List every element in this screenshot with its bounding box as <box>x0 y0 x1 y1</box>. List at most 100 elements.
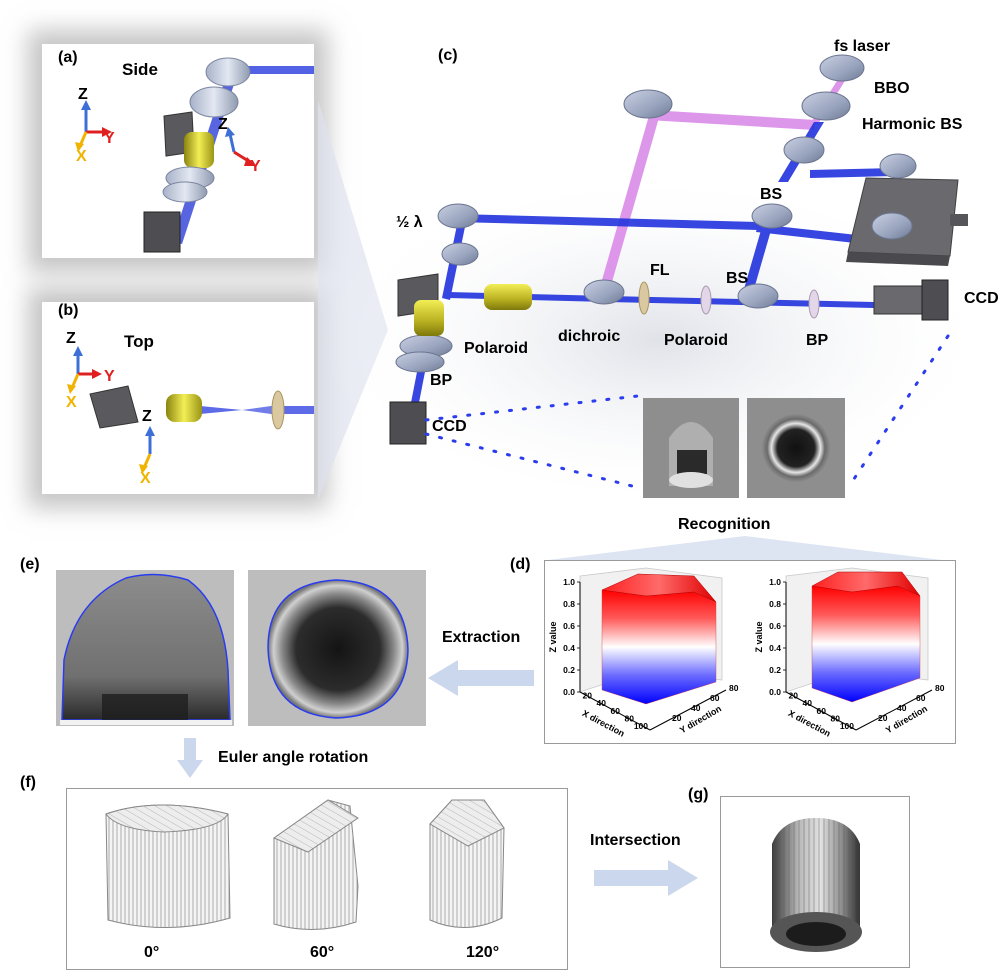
panel-label-g: (g) <box>688 786 709 803</box>
z-tick-label: 1.0 <box>769 577 781 587</box>
volume-60deg <box>272 799 359 930</box>
axis-triad <box>139 426 155 474</box>
axis-label-z: Z <box>66 330 76 347</box>
beam-blue <box>280 406 314 414</box>
axis-label-x: X <box>66 394 77 411</box>
x-tick-label: 60 <box>817 706 827 716</box>
beam-focus <box>242 405 278 415</box>
y-tick-label: 60 <box>710 693 720 703</box>
z-tick-label: 1.0 <box>563 577 575 587</box>
rotated-volumes <box>105 799 505 930</box>
label-beam-splitter: BS <box>760 186 783 203</box>
x-axis-line <box>579 691 651 731</box>
panel-a-drawing <box>75 57 314 253</box>
volume-0deg <box>105 804 231 928</box>
z-tick-label: 0.8 <box>563 599 575 609</box>
x-tick-label: 40 <box>597 698 607 708</box>
x-tick-label: 20 <box>583 691 593 701</box>
step-euler-rotation: Euler angle rotation <box>218 749 369 766</box>
panel-label-a: (a) <box>58 49 78 66</box>
z-axis-label: Z value <box>754 621 764 652</box>
z-tick-label: 0.0 <box>563 687 575 697</box>
axis-triad <box>225 127 256 166</box>
axis-label-x: X <box>76 148 87 165</box>
ccd-camera <box>873 285 925 315</box>
label-ccd-right: CCD <box>964 290 999 307</box>
beam-blue <box>232 66 314 74</box>
angle-label-120: 120° <box>466 944 500 961</box>
ccd-camera <box>921 279 949 321</box>
label-fs-laser: fs laser <box>834 38 891 55</box>
y-tick-label: 80 <box>935 683 945 693</box>
x-tick-label: 100 <box>840 721 854 731</box>
axis-label-z: Z <box>218 116 228 133</box>
x-tick-label: 80 <box>831 713 841 723</box>
mirror-disc <box>205 57 251 87</box>
recognition-fan <box>548 536 942 560</box>
x-tick-label: 80 <box>625 713 635 723</box>
axis-triad <box>75 100 112 152</box>
axis-label-y: Y <box>250 158 261 175</box>
surface-top <box>811 571 921 597</box>
panel-label-f: (f) <box>20 774 36 791</box>
y-axis-label: Y direction <box>678 703 723 735</box>
beam-focus <box>200 406 242 414</box>
focusing-lens <box>638 281 650 315</box>
bandpass-filter <box>808 289 820 319</box>
panel-b-drawing <box>67 346 314 474</box>
y-axis-line <box>649 689 727 731</box>
label-bandpass: BP <box>430 372 453 389</box>
micrometer-knob <box>950 214 968 226</box>
angle-label-0: 0° <box>144 944 160 961</box>
label-bbo: BBO <box>874 80 910 97</box>
x-tick-label: 100 <box>634 721 648 731</box>
contour-images <box>56 570 426 726</box>
extraction-arrow <box>428 660 534 696</box>
z-tick-label: 0.4 <box>563 643 575 653</box>
focusing-lens <box>271 390 285 430</box>
z-tick-label: 0.4 <box>769 643 781 653</box>
axis-label-z: Z <box>78 86 88 103</box>
label-half-wave-plate: ½ λ <box>396 214 423 231</box>
y-tick-label: 20 <box>672 713 682 723</box>
ccd-camera <box>389 401 427 445</box>
x-tick-label: 20 <box>789 691 799 701</box>
panel-label-c: (c) <box>438 47 458 64</box>
z-tick-label: 0.6 <box>563 621 575 631</box>
y-axis-label: Y direction <box>884 703 929 735</box>
label-bandpass: BP <box>806 332 829 349</box>
surface-body <box>601 589 717 705</box>
x-tick-label: 40 <box>803 698 813 708</box>
z-tick-label: 0.0 <box>769 687 781 697</box>
surface-body <box>811 585 921 703</box>
label-focusing-lens: FL <box>650 262 670 279</box>
y-tick-label: 40 <box>897 703 907 713</box>
step-recognition: Recognition <box>678 516 771 533</box>
mirror-disc <box>189 86 239 118</box>
panel-label-d: (d) <box>510 556 531 573</box>
ccd-camera <box>143 211 181 253</box>
y-axis-line <box>855 689 933 731</box>
y-tick-label: 40 <box>691 703 701 713</box>
mirror-disc <box>162 181 208 203</box>
z-tick-label: 0.2 <box>563 665 575 675</box>
axis-triad <box>67 346 102 394</box>
objective-lens <box>184 132 214 168</box>
axis-label-x: X <box>140 470 151 487</box>
euler-arrow <box>177 738 203 778</box>
y-tick-label: 60 <box>916 693 926 703</box>
panel-label-e: (e) <box>20 556 40 573</box>
z-tick-label: 0.6 <box>769 621 781 631</box>
panel-label-b: (b) <box>58 302 79 319</box>
angle-label-60: 60° <box>310 944 335 961</box>
mirror-disc <box>395 54 917 373</box>
polarizer <box>700 285 712 315</box>
z-axis-label: Z value <box>548 621 558 652</box>
intersection-arrow <box>594 860 698 896</box>
objective-lens <box>484 284 532 310</box>
axis-label-y: Y <box>104 130 115 147</box>
x-tick-label: 60 <box>611 706 621 716</box>
volume-120deg <box>429 799 505 929</box>
